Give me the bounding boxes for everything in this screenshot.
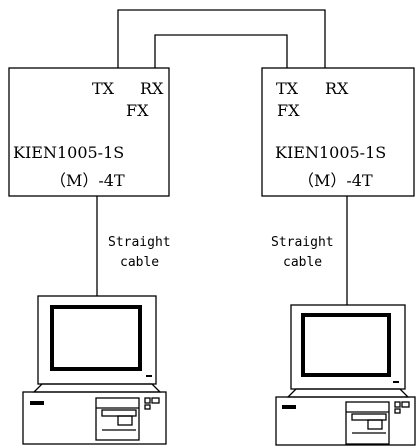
fiber-link-inner (154, 34, 288, 68)
tx-label: TX (92, 79, 115, 98)
rx-label: RX (140, 79, 164, 98)
computer-right (275, 304, 416, 446)
rx-label: RX (325, 79, 349, 98)
converter-left: TX RX FX KIEN1005-1S （M）-4T (8, 67, 170, 197)
cable-label-line2: cable (283, 255, 322, 270)
model-label: KIEN1005-1S (13, 143, 124, 162)
fx-label: FX (277, 101, 300, 120)
variant-label: （M）-4T (298, 171, 373, 190)
computer-left (22, 295, 167, 445)
converter-box (261, 67, 415, 197)
tx-label: TX (276, 79, 299, 98)
cable-label-line1: Straight (271, 235, 334, 250)
monitor-screen-icon (301, 313, 391, 377)
fx-label: FX (126, 101, 149, 120)
monitor-screen-icon (50, 305, 142, 371)
cable-right: Straight cable (271, 196, 348, 305)
desktop-computer-icon (22, 295, 167, 445)
cable-left: Straight cable (96, 196, 171, 296)
system-unit-icon (22, 391, 167, 445)
variant-label: （M）-4T (50, 171, 125, 190)
cable-label-line2: cable (120, 255, 159, 270)
model-label: KIEN1005-1S (275, 143, 386, 162)
system-unit-icon (275, 396, 416, 446)
converter-right: TX RX FX KIEN1005-1S （M）-4T (261, 67, 415, 197)
fiber-link-outer (117, 9, 326, 68)
cable-label-line1: Straight (108, 235, 171, 250)
desktop-computer-icon (275, 304, 416, 446)
converter-box (8, 67, 170, 197)
